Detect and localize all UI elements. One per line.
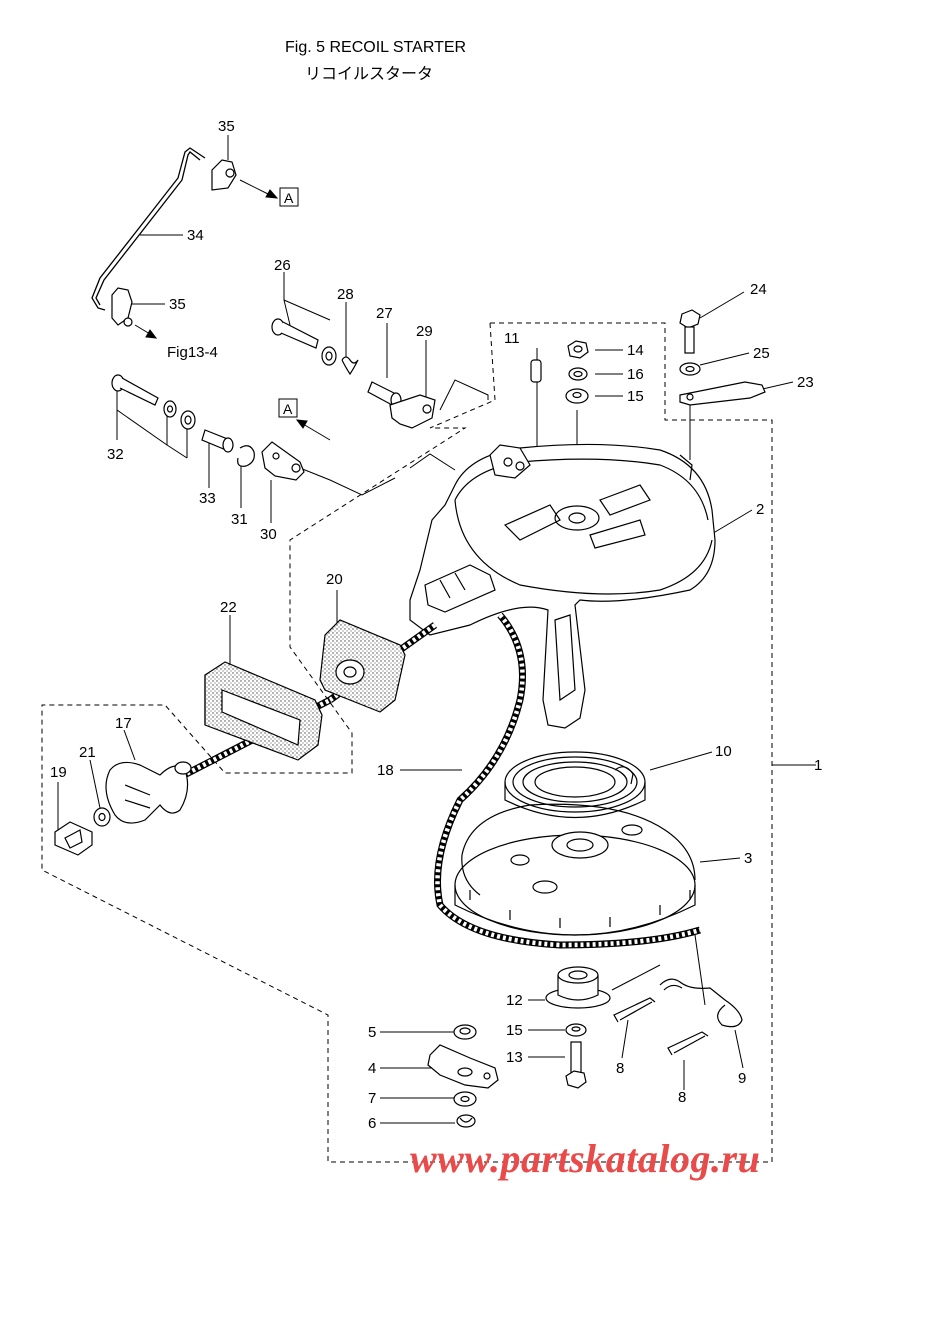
washer-15-top: [565, 388, 589, 404]
part-label-30: 30: [260, 526, 277, 543]
diagram-title-japanese: リコイルスタータ: [305, 64, 434, 83]
part-label-22: 22: [220, 599, 237, 616]
part-label-8-b: 8: [678, 1089, 686, 1106]
svg-text:A: A: [283, 401, 293, 417]
bolt-13: [565, 1041, 587, 1089]
collar-33: [201, 429, 234, 453]
part-label-13: 13: [506, 1049, 523, 1066]
part-label-25: 25: [753, 345, 770, 362]
starter-case-2: [409, 443, 716, 729]
part-label-16: 16: [627, 366, 644, 383]
part-labels: 1 2 3 4 5 6 7 8 8 9 10 11 12 13 14 15 15…: [50, 118, 822, 1132]
lever-29: [389, 394, 436, 429]
part-label-12: 12: [506, 992, 523, 1009]
part-label-6: 6: [368, 1115, 376, 1132]
spring-8-a: [613, 997, 656, 1023]
part-label-20: 20: [326, 571, 343, 588]
washer-32b: [180, 410, 196, 430]
clip-6: [456, 1114, 476, 1128]
svg-text:A: A: [284, 190, 294, 206]
part-label-26: 26: [274, 257, 291, 274]
part-label-27: 27: [376, 305, 393, 322]
reference-box-a-top: A: [279, 187, 299, 207]
part-label-34: 34: [187, 227, 204, 244]
plate-23: [679, 381, 766, 406]
part-label-18: 18: [377, 762, 394, 779]
part-label-5: 5: [368, 1024, 376, 1041]
washer-7: [453, 1091, 477, 1107]
spring-9: [659, 978, 743, 1028]
part-label-35-lower: 35: [169, 296, 186, 313]
washer-25: [679, 362, 701, 376]
part-label-4: 4: [368, 1060, 376, 1077]
part-label-7: 7: [368, 1090, 376, 1107]
part-label-15-top: 15: [627, 388, 644, 405]
part-label-21: 21: [79, 744, 96, 761]
arrows: [134, 179, 489, 496]
assembly-boundary: [41, 322, 773, 1163]
part-label-2: 2: [756, 501, 764, 518]
spring-8-b: [667, 1031, 709, 1056]
ratchet-4: [427, 1044, 499, 1089]
part-label-31: 31: [231, 511, 248, 528]
part-label-35-top: 35: [218, 118, 235, 135]
washer-21: [93, 807, 111, 827]
washer-28: [321, 346, 359, 376]
spiral-spring-10: [504, 751, 646, 818]
washer-15-lower: [565, 1023, 587, 1037]
part-label-23: 23: [797, 374, 814, 391]
part-label-10: 10: [715, 743, 732, 760]
part-label-9: 9: [738, 1070, 746, 1087]
link-rod-34: [91, 147, 206, 311]
handle-17: [105, 761, 192, 824]
part-label-15-lower: 15: [506, 1022, 523, 1039]
clip-31: [237, 445, 255, 467]
washer-32a: [163, 400, 177, 418]
seal-22: [204, 661, 323, 761]
leader-lines: [57, 135, 816, 1124]
part-label-1: 1: [814, 757, 822, 774]
figure-reference: Fig13-4: [167, 344, 218, 361]
part-label-32: 32: [107, 446, 124, 463]
watermark: www.partskatalog.ru: [410, 1136, 761, 1181]
reference-box-a-lower: A: [278, 398, 298, 418]
link-clip-35-top: [211, 159, 237, 191]
part-label-33: 33: [199, 490, 216, 507]
part-label-28: 28: [337, 286, 354, 303]
bracket-30: [261, 441, 305, 481]
part-label-14: 14: [627, 342, 644, 359]
nut-5: [453, 1024, 477, 1040]
part-label-24: 24: [750, 281, 767, 298]
nut-14: [567, 340, 589, 359]
part-label-19: 19: [50, 764, 67, 781]
diagram-title: Fig. 5 RECOIL STARTER: [285, 39, 467, 56]
link-clip-35-lower: [111, 287, 133, 327]
bolt-24: [679, 309, 701, 354]
reel-3: [454, 803, 696, 936]
bolt-32: [111, 374, 159, 406]
part-label-29: 29: [416, 323, 433, 340]
bolt-26: [271, 318, 319, 349]
bushing-12: [545, 966, 611, 1009]
rope-guide-20: [319, 619, 406, 713]
part-label-17: 17: [115, 715, 132, 732]
clip-19: [54, 821, 93, 856]
lock-washer-16: [568, 367, 588, 381]
part-label-3: 3: [744, 850, 752, 867]
pin-11: [530, 359, 542, 383]
part-label-8-a: 8: [616, 1060, 624, 1077]
part-label-11: 11: [504, 330, 520, 347]
